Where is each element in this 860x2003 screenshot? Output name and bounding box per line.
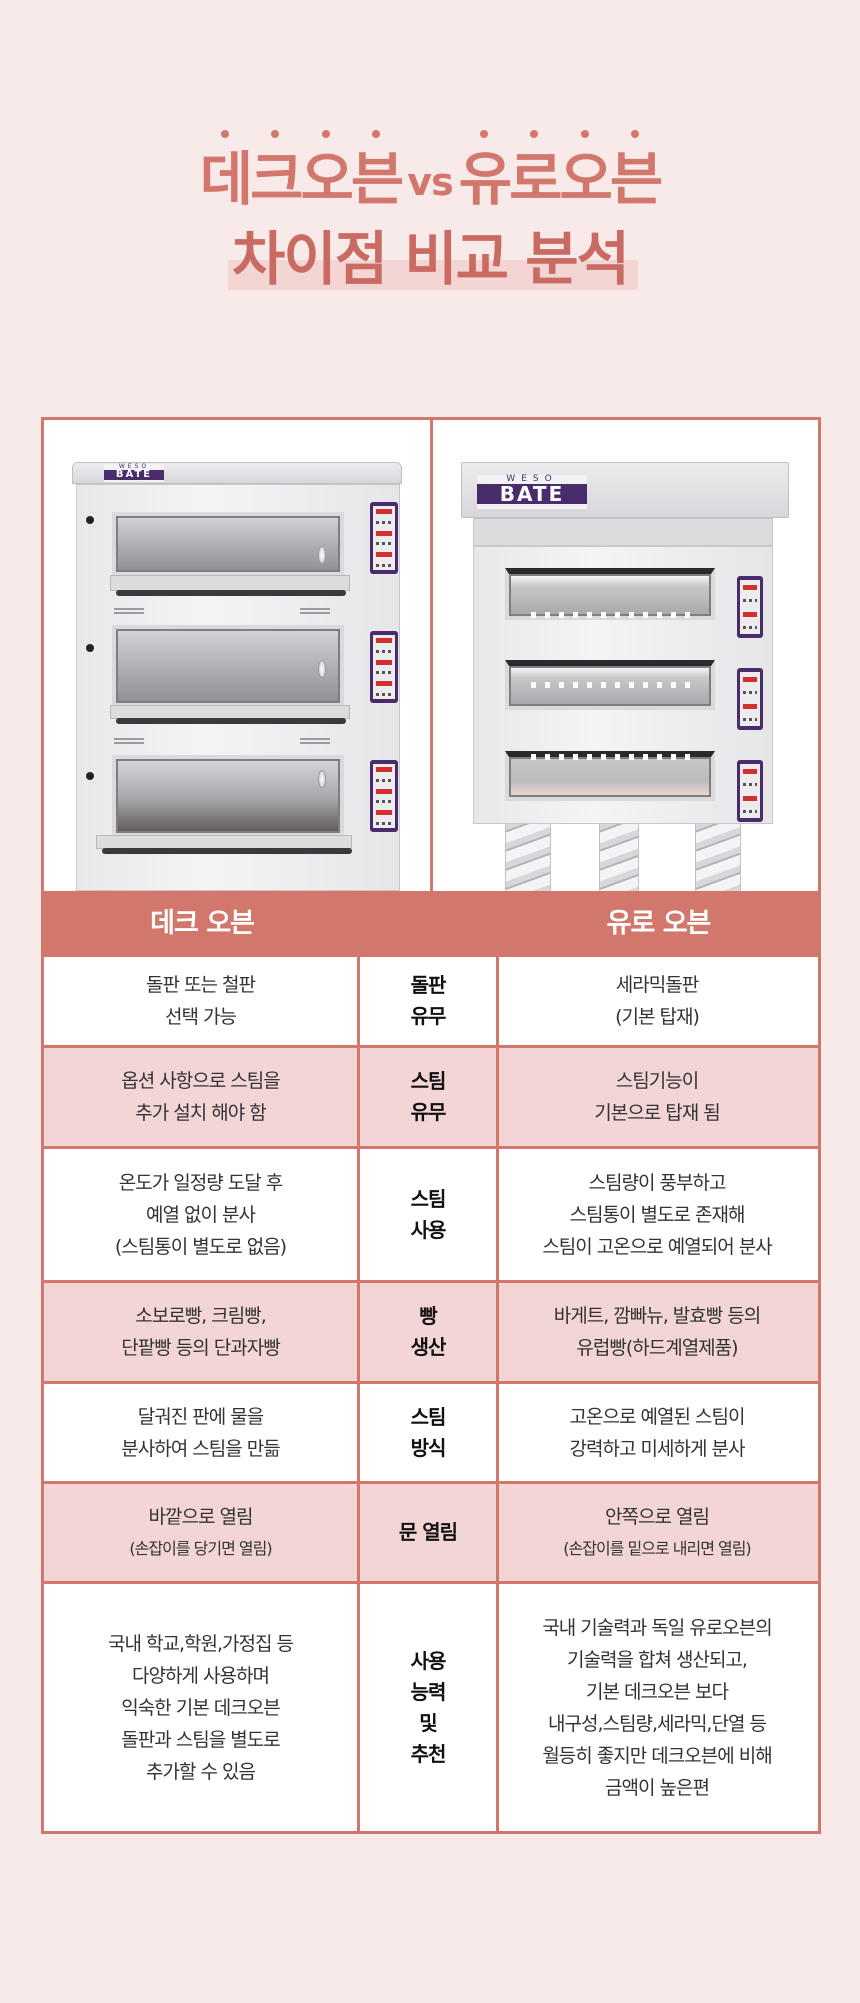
title-line-2-wrap: 차이점 비교 분석 — [0, 222, 860, 296]
deck-cell: 온도가 일정량 도달 후 예열 없이 분사 (스팀통이 별도로 없음) — [44, 1149, 360, 1280]
deck-cell: 국내 학교,학원,가정집 등 다양하게 사용하며 익숙한 기본 데크오븐 돌판과… — [44, 1584, 360, 1832]
table-header: 데크 오븐 유로 오븐 — [44, 891, 818, 957]
title-line-2: 차이점 비교 분석 — [232, 225, 630, 293]
control-panel — [370, 502, 398, 574]
brand-big-text: BATE — [104, 470, 164, 480]
header-euro-oven: 유로 오븐 — [606, 908, 712, 939]
euro-door-note: (손잡이를 밑으로 내리면 열림) — [563, 1538, 751, 1558]
table-row: 소보로빵, 크림빵, 단팥빵 등의 단과자빵 빵 생산 바게트, 깜빠뉴, 발효… — [44, 1283, 818, 1384]
brand-big-text: BATE — [477, 484, 587, 504]
steam-holes — [531, 612, 691, 618]
oven-door — [110, 575, 350, 591]
door-handle — [116, 590, 346, 596]
title-char: 오 — [300, 130, 354, 213]
title-char: 유 — [458, 130, 512, 213]
tray-rack-left — [505, 824, 551, 891]
category-cell: 돌판 유무 — [360, 957, 499, 1045]
deck-cell: 돌판 또는 철판 선택 가능 — [44, 957, 360, 1045]
deck-cell: 바깥으로 열림 (손잡이를 당기면 열림) — [44, 1484, 360, 1581]
comparison-table: WESO BATE — [41, 417, 821, 1834]
control-panel — [737, 576, 763, 638]
image-divider — [430, 420, 433, 891]
deck-oven-image: WESO BATE — [44, 420, 430, 891]
control-panel — [370, 760, 398, 832]
table-row: 옵션 사항으로 스팀을 추가 설치 해야 함 스팀 유무 스팀기능이 기본으로 … — [44, 1048, 818, 1149]
title-vs: vs — [407, 160, 453, 204]
oven-light — [318, 660, 326, 678]
oven-chamber — [112, 755, 344, 837]
oven-light — [318, 770, 326, 788]
table-row: 국내 학교,학원,가정집 등 다양하게 사용하며 익숙한 기본 데크오븐 돌판과… — [44, 1584, 818, 1832]
product-images-row: WESO BATE — [44, 420, 818, 891]
euro-cell: 스팀량이 풍부하고 스팀통이 별도로 존재해 스팀이 고온으로 예열되어 분사 — [542, 1171, 772, 1258]
deck-cell: 옵션 사항으로 스팀을 추가 설치 해야 함 — [44, 1048, 360, 1146]
control-panel — [737, 760, 763, 822]
euro-oven-image: WESO BATE — [433, 420, 818, 891]
title-char: 오 — [559, 130, 613, 213]
deck-door-note: (손잡이를 당기면 열림) — [129, 1538, 272, 1558]
vent — [114, 608, 144, 616]
vent — [300, 608, 330, 616]
category-cell: 문 열림 — [360, 1484, 499, 1581]
category-cell: 스팀 방식 — [360, 1384, 499, 1481]
vent — [300, 738, 330, 746]
steam-holes — [531, 754, 691, 760]
door-handle — [102, 848, 352, 854]
door-handle — [116, 718, 346, 724]
steam-holes — [531, 682, 691, 688]
hood-underside — [473, 518, 773, 546]
deck-door-text: 바깥으로 열림 — [148, 1505, 254, 1528]
side-knob — [86, 516, 94, 524]
deck-cell: 달궈진 판에 물을 분사하여 스팀을 만듦 — [44, 1384, 360, 1481]
brand-small-text: WESO — [506, 474, 558, 484]
table-row: 달궈진 판에 물을 분사하여 스팀을 만듦 스팀 방식 고온으로 예열된 스팀이… — [44, 1384, 818, 1484]
oven-door — [110, 705, 350, 719]
category-cell: 스팀 사용 — [360, 1149, 499, 1280]
brand-logo: WESO BATE — [477, 475, 587, 509]
euro-cell: 바게트, 깜빠뉴, 발효빵 등의 유럽빵(하드계열제품) — [553, 1305, 761, 1359]
side-knob — [86, 644, 94, 652]
oven-chamber — [505, 568, 715, 620]
tray-rack-middle — [599, 824, 639, 891]
category-cell: 빵 생산 — [360, 1283, 499, 1381]
control-panel — [370, 631, 398, 703]
oven-chamber — [112, 512, 344, 576]
brand-logo: WESO BATE — [104, 464, 164, 482]
header-deck-oven: 데크 오븐 — [150, 908, 255, 939]
euro-door-text: 안쪽으로 열림 — [605, 1505, 710, 1528]
title-char: 로 — [509, 130, 562, 213]
oven-chamber — [112, 625, 344, 707]
category-cell: 스팀 유무 — [360, 1048, 499, 1146]
control-panel — [737, 668, 763, 730]
euro-cell: 고온으로 예열된 스팀이 강력하고 미세하게 분사 — [569, 1405, 746, 1460]
tray-rack-right — [695, 824, 741, 891]
category-cell: 사용 능력 및 추천 — [360, 1584, 499, 1832]
deck-cell: 소보로빵, 크림빵, 단팥빵 등의 단과자빵 — [44, 1283, 360, 1381]
title-char: 븐 — [609, 130, 663, 213]
euro-cell: 스팀기능이 기본으로 탑재 됨 — [594, 1070, 720, 1124]
title-char: 븐 — [350, 130, 404, 213]
table-body: 돌판 또는 철판 선택 가능 돌판 유무 세라믹돌판 (기본 탑재) 옵션 사항… — [44, 957, 818, 1832]
oven-door — [96, 835, 352, 849]
euro-cell: 안쪽으로 열림 (손잡이를 밑으로 내리면 열림) — [499, 1484, 815, 1581]
title-highlight-bar — [228, 260, 638, 290]
title-char: 크 — [250, 130, 304, 213]
title-char: 데 — [199, 130, 253, 213]
table-row: 바깥으로 열림 (손잡이를 당기면 열림) 문 열림 안쪽으로 열림 (손잡이를… — [44, 1484, 818, 1584]
euro-cell: 세라믹돌판 (기본 탑재) — [615, 974, 700, 1028]
table-row: 돌판 또는 철판 선택 가능 돌판 유무 세라믹돌판 (기본 탑재) — [44, 957, 818, 1048]
euro-cell: 국내 기술력과 독일 유로오븐의 기술력을 합쳐 생산되고, 기본 데크오븐 보… — [542, 1617, 772, 1799]
oven-light — [318, 546, 326, 564]
brand-small-text: WESO — [118, 463, 150, 470]
vent — [114, 738, 144, 746]
table-row: 온도가 일정량 도달 후 예열 없이 분사 (스팀통이 별도로 없음) 스팀 사… — [44, 1149, 818, 1283]
side-knob — [86, 772, 94, 780]
